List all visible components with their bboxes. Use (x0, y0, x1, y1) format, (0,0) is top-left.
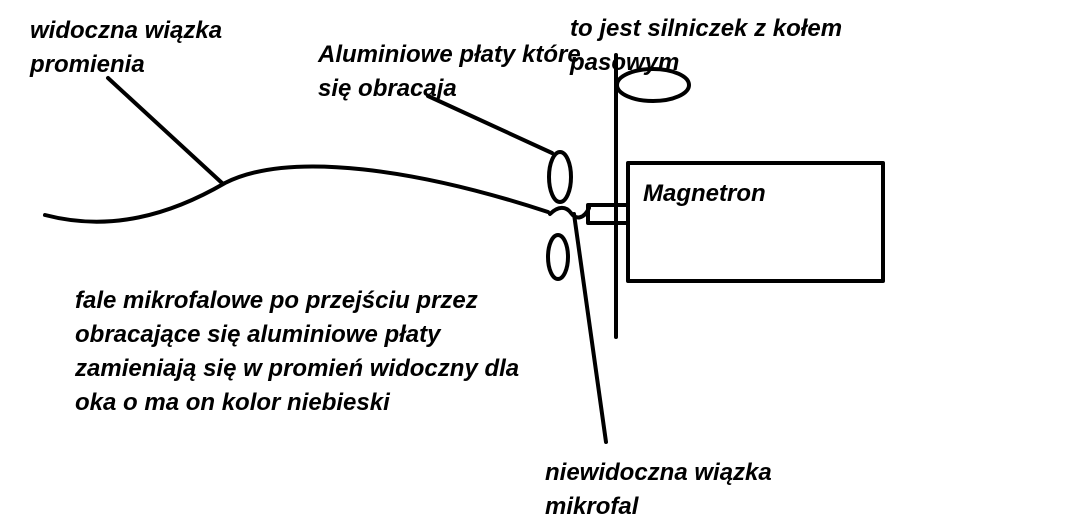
aluminium-plates-label: Aluminiowe płaty które się obracaja (318, 38, 581, 106)
pulley-wheel (615, 67, 691, 103)
visible-beam-label: widoczna wiązka promienia (30, 14, 222, 82)
visible-beam-leader (106, 76, 224, 185)
invisible-beam-label-line-2: mikrofal (545, 493, 639, 520)
visible-beam-label-line-1: widoczna wiązka (30, 17, 223, 44)
motor-label: to jest silniczek z kołem pasowym (570, 12, 842, 80)
visible-beam-line (43, 164, 550, 224)
explanation-text: fale mikrofalowe po przejściu przez obra… (75, 284, 519, 420)
aluminium-plates-label-line-1: Aluminiowe płaty które (318, 41, 581, 68)
visible-beam-label-line-2: promienia (30, 51, 145, 78)
explanation-line-3: zamieniają się w promień widoczny dla (75, 355, 520, 382)
invisible-beam-label-line-1: niewidoczna wiązka (545, 459, 772, 486)
motor-label-line-1: to jest silniczek z kołem (570, 15, 843, 42)
upper-aluminium-plate (547, 150, 573, 204)
plate-squiggle (548, 205, 591, 220)
invisible-beam-line (572, 212, 608, 444)
aluminium-plates-leader (426, 94, 554, 155)
explanation-line-2: obracające się aluminiowe płaty (75, 321, 441, 348)
motor-label-line-2: pasowym (570, 49, 680, 76)
invisible-beam-label: niewidoczna wiązka mikrofal (545, 456, 772, 524)
waveguide-connector (586, 203, 630, 225)
aluminium-plates-label-line-2: się obracaja (318, 75, 457, 102)
explanation-line-4: oka o ma on kolor niebieski (75, 389, 390, 416)
magnetron-label: Magnetron (643, 180, 766, 207)
magnetron-box (626, 161, 885, 283)
explanation-line-1: fale mikrofalowe po przejściu przez (75, 287, 478, 314)
lower-aluminium-plate (546, 233, 570, 281)
